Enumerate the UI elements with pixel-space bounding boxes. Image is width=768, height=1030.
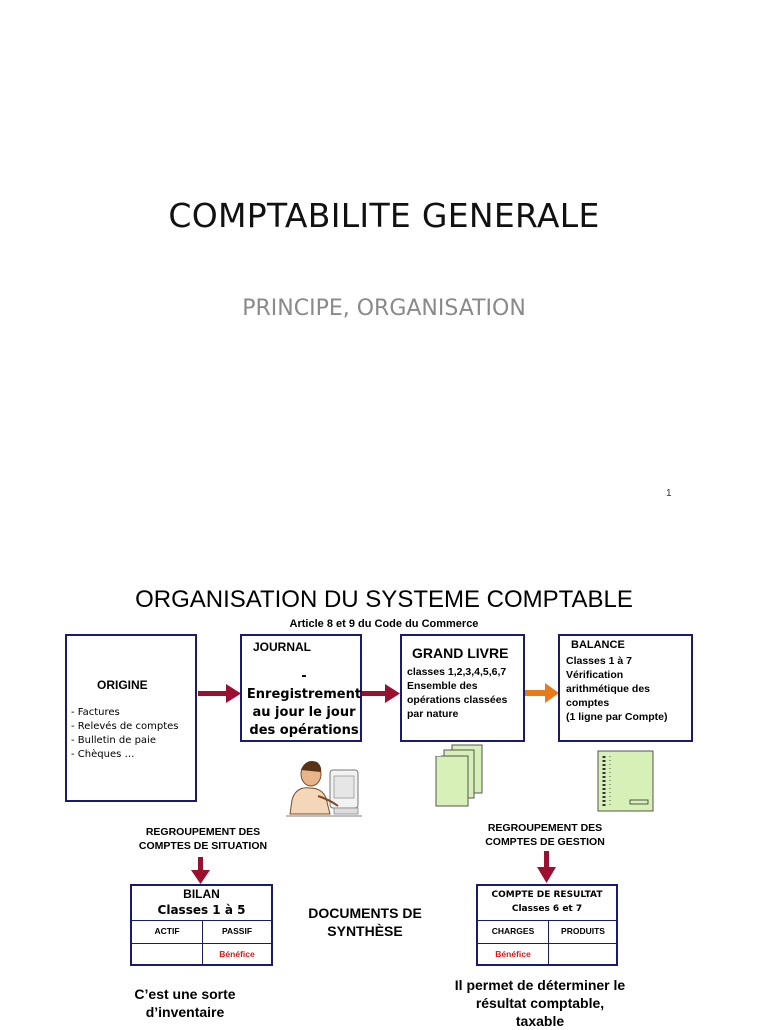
- grand-livre-label: GRAND LIVRE: [412, 645, 509, 661]
- balance-description: Classes 1 à 7 Vérification arithmétique …: [566, 654, 668, 724]
- compte-resultat-benefice: Bénéfice: [495, 949, 531, 959]
- balance-line: arithmétique des: [566, 683, 651, 695]
- compte-resultat-values-row: Bénéfice: [478, 943, 616, 966]
- compte-resultat-note: Il permet de déterminer le résultat comp…: [430, 976, 650, 1030]
- journal-line: des opérations: [249, 723, 359, 738]
- note-line: résultat comptable,: [475, 995, 605, 1011]
- documents-stack-icon: [431, 744, 483, 807]
- grand-livre-description: classes 1,2,3,4,5,6,7 Ensemble des opéra…: [407, 665, 507, 721]
- grand-livre-line: Ensemble des: [407, 680, 478, 692]
- bilan-subtitle: Classes 1 à 5: [157, 903, 246, 917]
- table-divider: [202, 920, 203, 964]
- journal-label: JOURNAL: [253, 640, 312, 654]
- arrow-origine-journal: [198, 684, 241, 703]
- regroupement-line: COMPTES DE GESTION: [485, 836, 605, 848]
- origine-list: - Factures - Relevés de comptes - Bullet…: [71, 706, 179, 762]
- regroupement-line: COMPTES DE SITUATION: [138, 840, 268, 852]
- journal-line: au jour le jour: [252, 705, 356, 720]
- person-computer-illustration: [286, 761, 362, 817]
- regroupement-line: REGROUPEMENT DES: [487, 822, 603, 834]
- documents-synthese-label: DOCUMENTS DE SYNTHÈSE: [295, 904, 435, 940]
- balance-box: BALANCE Classes 1 à 7 Vérification arith…: [558, 634, 693, 742]
- bilan-benefice: Bénéfice: [219, 949, 255, 959]
- grand-livre-box: GRAND LIVRE classes 1,2,3,4,5,6,7 Ensemb…: [400, 634, 525, 742]
- charges-header: CHARGES: [491, 926, 535, 936]
- article-reference: Article 8 et 9 du Code du Commerce: [289, 618, 479, 630]
- compte-resultat-table: COMPTE DE RESULTAT Classes 6 et 7 CHARGE…: [476, 884, 618, 966]
- bilan-actif-header: ACTIF: [154, 926, 180, 936]
- documents-line: DOCUMENTS DE: [308, 905, 422, 921]
- arrow-down-compte-resultat: [537, 851, 556, 883]
- origine-box: ORIGINE - Factures - Relevés de comptes …: [65, 634, 197, 802]
- balance-line: Vérification: [566, 669, 624, 681]
- arrow-grandlivre-balance: [525, 683, 559, 703]
- list-item: - Factures: [71, 707, 120, 718]
- slide1-title: COMPTABILITE GENERALE: [168, 196, 600, 235]
- ledger-document-icon: [597, 750, 654, 812]
- balance-line: comptes: [566, 697, 610, 709]
- slide2-title: ORGANISATION DU SYSTEME COMPTABLE: [135, 586, 633, 613]
- documents-line: SYNTHÈSE: [327, 923, 403, 939]
- compte-resultat-header: COMPTE DE RESULTAT Classes 6 et 7: [478, 886, 616, 921]
- note-line: d’inventaire: [145, 1004, 225, 1020]
- produits-header: PRODUITS: [561, 926, 605, 936]
- bilan-columns-row: ACTIF PASSIF: [132, 920, 271, 944]
- regroupement-gestion: REGROUPEMENT DES COMPTES DE GESTION: [460, 821, 630, 849]
- balance-line: (1 ligne par Compte): [566, 711, 668, 723]
- list-item: - Relevés de comptes: [71, 721, 179, 732]
- journal-box: JOURNAL - Enregistrement au jour le jour…: [240, 634, 362, 742]
- journal-description: - Enregistrement au jour le jour des opé…: [244, 668, 364, 740]
- bilan-passif-header: PASSIF: [221, 926, 253, 936]
- bilan-title: BILAN: [183, 887, 220, 901]
- note-line: Il permet de déterminer le: [454, 977, 626, 993]
- grand-livre-line: classes 1,2,3,4,5,6,7: [407, 666, 507, 678]
- regroupement-situation: REGROUPEMENT DES COMPTES DE SITUATION: [118, 825, 288, 853]
- bilan-note: C’est une sorte d’inventaire: [110, 985, 260, 1021]
- page-number: 1: [666, 488, 672, 499]
- balance-line: Classes 1 à 7: [566, 655, 632, 667]
- note-line: taxable: [515, 1013, 565, 1029]
- list-item: - Chèques …: [71, 749, 135, 760]
- bilan-values-row: Bénéfice: [132, 943, 271, 966]
- balance-label: BALANCE: [571, 639, 625, 651]
- compte-resultat-columns-row: CHARGES PRODUITS: [478, 920, 616, 944]
- grand-livre-line: opérations classées: [407, 694, 508, 706]
- bilan-header: BILAN Classes 1 à 5: [132, 886, 271, 921]
- compte-resultat-subtitle: Classes 6 et 7: [511, 904, 583, 914]
- table-divider: [548, 920, 549, 964]
- grand-livre-line: par nature: [407, 708, 459, 720]
- bilan-table: BILAN Classes 1 à 5 ACTIF PASSIF Bénéfic…: [130, 884, 273, 966]
- arrow-down-bilan: [191, 857, 210, 884]
- arrow-journal-grandlivre: [362, 684, 400, 703]
- list-item: - Bulletin de paie: [71, 735, 156, 746]
- origine-label: ORIGINE: [97, 678, 148, 692]
- compte-resultat-title: COMPTE DE RESULTAT: [491, 890, 603, 900]
- regroupement-line: REGROUPEMENT DES: [145, 826, 261, 838]
- journal-line: - Enregistrement: [246, 669, 362, 702]
- note-line: C’est une sorte: [134, 986, 236, 1002]
- slide1-subtitle: PRINCIPE, ORGANISATION: [242, 296, 526, 321]
